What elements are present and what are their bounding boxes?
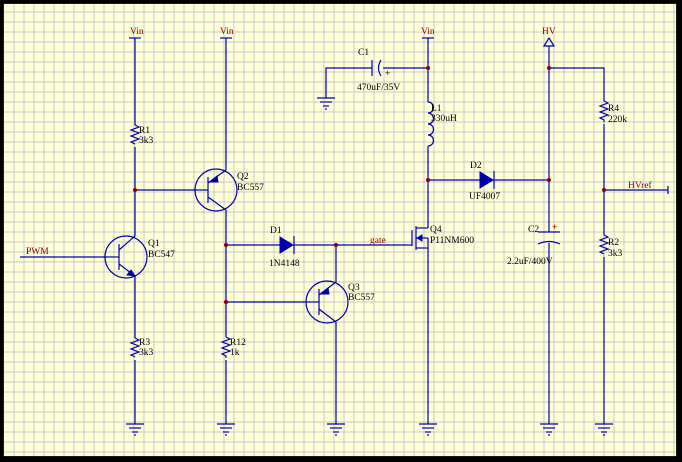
diode-d1-symbol xyxy=(279,236,295,254)
junction-dot xyxy=(334,243,338,247)
net-label-vin-l1: Vin xyxy=(421,27,435,37)
schematic-frame xyxy=(3,3,677,457)
resistor-r2-symbol xyxy=(598,234,610,255)
junction-dot xyxy=(224,243,228,247)
junction-dot xyxy=(547,66,551,70)
l1-ref: L1 xyxy=(431,104,442,114)
junction-dot xyxy=(224,300,228,304)
q4-value: P11NM600 xyxy=(430,236,474,246)
transistor-q2-symbol xyxy=(194,168,238,212)
junction-dot xyxy=(133,188,137,192)
resistor-r4-symbol xyxy=(598,100,610,122)
hv-port-arrow xyxy=(542,36,556,47)
d1-ref: D1 xyxy=(270,226,282,236)
transistor-q3-symbol xyxy=(305,280,349,324)
q1-value: BC547 xyxy=(148,250,175,260)
capacitor-c2-symbol xyxy=(537,231,561,245)
junction-dot xyxy=(602,188,606,192)
net-label-hvref: HVref xyxy=(628,180,653,191)
c1-ref: C1 xyxy=(358,48,369,58)
resistor-r3-symbol xyxy=(129,337,141,358)
resistor-r1-symbol xyxy=(129,124,141,145)
ground-icon xyxy=(327,423,345,436)
ground-icon xyxy=(217,423,235,436)
d2-ref: D2 xyxy=(470,161,482,171)
r1-value: 3k3 xyxy=(139,136,154,146)
c1-polarity: + xyxy=(385,68,390,78)
r4-ref: R4 xyxy=(608,104,619,114)
ground-symbols xyxy=(126,97,613,436)
net-label-hv: HV xyxy=(542,27,556,37)
r2-ref: R2 xyxy=(608,238,619,248)
c2-value: 2.2uF/400V xyxy=(507,257,553,267)
junction-dot xyxy=(426,66,430,70)
d2-value: UF4007 xyxy=(469,192,500,202)
net-label-gate: gate xyxy=(370,236,386,246)
q2-ref: Q2 xyxy=(237,172,249,182)
r12-ref: R12 xyxy=(230,338,246,348)
net-label-vin-q1: Vin xyxy=(130,27,144,37)
q3-ref: Q3 xyxy=(348,283,360,293)
r4-value: 220k xyxy=(608,115,627,125)
net-label-vin-q2: Vin xyxy=(220,27,234,37)
ground-icon xyxy=(126,423,144,436)
diode-d2-symbol xyxy=(479,171,495,189)
l1-value: 330uH xyxy=(431,114,457,124)
junctions xyxy=(133,66,606,304)
ground-icon xyxy=(540,423,558,436)
q3-value: BC557 xyxy=(348,293,375,303)
c2-polarity: + xyxy=(552,222,557,232)
wires xyxy=(20,38,668,424)
ground-icon xyxy=(317,97,335,110)
inductor-l1-symbol xyxy=(427,101,435,147)
wire-hv-r4 xyxy=(549,67,605,101)
q2-value: BC557 xyxy=(237,183,264,193)
ground-icon xyxy=(595,423,613,436)
q1-ref: Q1 xyxy=(148,239,160,249)
r1-ref: R1 xyxy=(139,126,150,136)
c2-ref: C2 xyxy=(528,225,539,235)
r3-value: 3k3 xyxy=(139,348,154,358)
wire-c1-gnd xyxy=(325,67,372,98)
junction-dot xyxy=(547,178,551,182)
r3-ref: R3 xyxy=(139,338,150,348)
resistor-r12-symbol xyxy=(220,336,232,358)
q4-ref: Q4 xyxy=(430,225,442,235)
ground-icon xyxy=(419,423,437,436)
transistor-q1-symbol xyxy=(104,235,148,279)
capacitor-c1-symbol xyxy=(371,59,382,77)
r2-value: 3k3 xyxy=(608,249,623,259)
r12-value: 1k xyxy=(230,348,240,358)
net-label-pwm: PWM xyxy=(26,247,49,257)
junction-dot xyxy=(426,178,430,182)
d1-value: 1N4148 xyxy=(269,259,300,269)
c1-value: 470uF/35V xyxy=(357,83,400,93)
background-grid xyxy=(4,4,676,456)
mosfet-q4-symbol xyxy=(406,223,429,253)
